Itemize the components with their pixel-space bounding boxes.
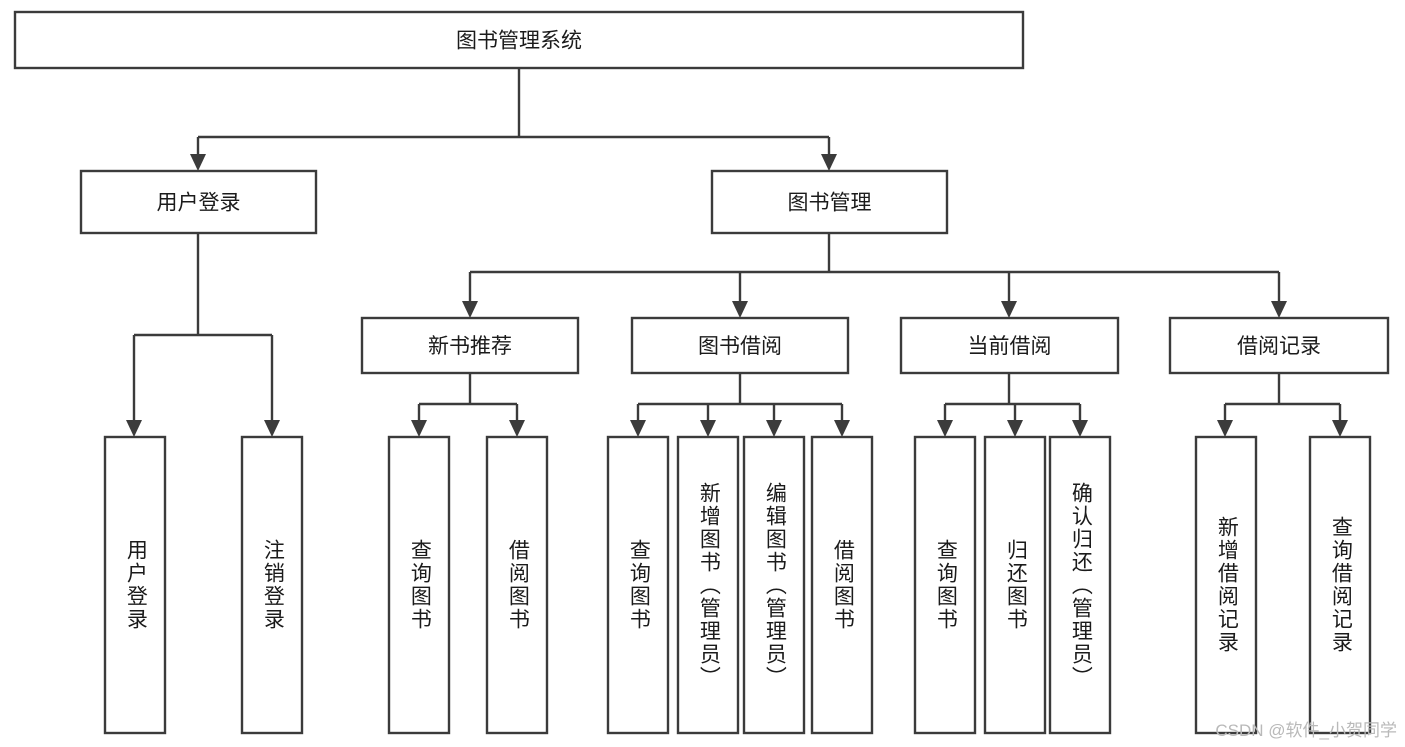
node-box-leaf-6[interactable]	[742, 435, 806, 735]
connector-arrowhead-3-1	[509, 420, 525, 437]
node-box-leaf-3[interactable]	[485, 435, 549, 735]
node-box-leaf-1[interactable]	[240, 435, 304, 735]
node-box-l2-0[interactable]	[79, 169, 318, 235]
node-box-l2-1[interactable]	[710, 169, 949, 235]
node-label-l2-0: 用户登录	[157, 192, 241, 215]
node-label-l3-2: 当前借阅	[968, 335, 1052, 358]
csdn-watermark: CSDN @软件_小贺同学	[1215, 721, 1397, 740]
node-label-l2-1: 图书管理	[788, 192, 872, 215]
connector-arrowhead-5-1	[1007, 420, 1023, 437]
node-box-leaf-4[interactable]	[606, 435, 670, 735]
node-label-l3-3: 借阅记录	[1237, 335, 1321, 358]
connector-arrowhead-3-0	[411, 420, 427, 437]
connector-arrowhead-2-2	[1001, 301, 1017, 318]
node-box-leaf-5[interactable]	[676, 435, 740, 735]
node-label-l3-0: 新书推荐	[428, 335, 512, 358]
node-box-leaf-7[interactable]	[810, 435, 874, 735]
node-box-leaf-10[interactable]	[1048, 435, 1112, 735]
connector-arrowhead-2-1	[732, 301, 748, 318]
node-box-l3-0[interactable]	[360, 316, 580, 375]
connector-arrowhead-1-0	[126, 420, 142, 437]
node-box-l3-2[interactable]	[899, 316, 1120, 375]
node-box-l3-1[interactable]	[630, 316, 850, 375]
node-box-leaf-11[interactable]	[1194, 435, 1258, 735]
node-boxes-layer	[13, 10, 1390, 735]
connector-arrowhead-5-2	[1072, 420, 1088, 437]
node-box-leaf-12[interactable]	[1308, 435, 1372, 735]
node-label-l3-1: 图书借阅	[698, 335, 782, 358]
node-box-leaf-8[interactable]	[913, 435, 977, 735]
connector-arrowhead-6-1	[1332, 420, 1348, 437]
node-box-leaf-0[interactable]	[103, 435, 167, 735]
node-box-root-0[interactable]	[13, 10, 1025, 70]
node-box-leaf-2[interactable]	[387, 435, 451, 735]
connector-arrowhead-1-1	[264, 420, 280, 437]
connectors-layer	[126, 68, 1348, 437]
connector-arrowhead-0-0	[190, 154, 206, 171]
node-label-root-0: 图书管理系统	[456, 30, 582, 53]
connector-arrowhead-4-1	[700, 420, 716, 437]
connector-arrowhead-5-0	[937, 420, 953, 437]
connector-arrowhead-6-0	[1217, 420, 1233, 437]
connector-arrowhead-2-3	[1271, 301, 1287, 318]
connector-arrowhead-4-3	[834, 420, 850, 437]
connector-arrowhead-0-1	[821, 154, 837, 171]
connector-arrowhead-4-2	[766, 420, 782, 437]
connector-arrowhead-2-0	[462, 301, 478, 318]
node-box-l3-3[interactable]	[1168, 316, 1390, 375]
node-box-leaf-9[interactable]	[983, 435, 1047, 735]
connector-arrowhead-4-0	[630, 420, 646, 437]
